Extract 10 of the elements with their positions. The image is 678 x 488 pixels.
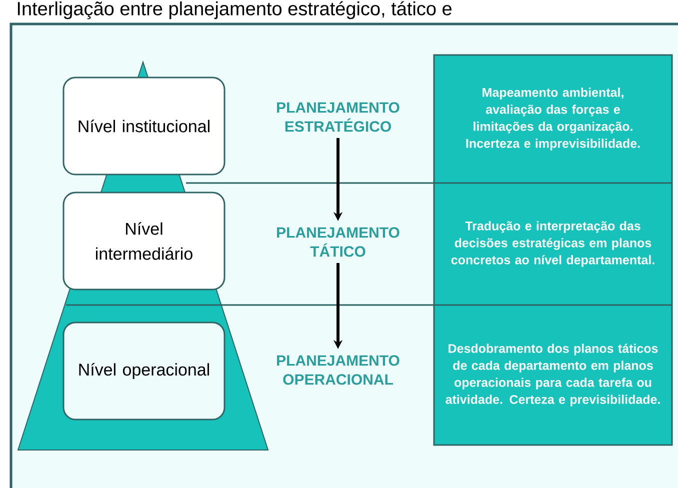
planning-label: PLANEJAMENTO ESTRATÉGICO [277, 102, 400, 132]
planning-label: PLANEJAMENTO TÁTICO [277, 227, 400, 257]
description-text: Tradução e interpretação das decisões estratégicas em planos concretos ao nível departamental. [451, 221, 654, 267]
level-box: Nível institucional [62, 76, 226, 176]
planning-label: PLANEJAMENTO OPERACIONAL [277, 355, 400, 385]
level-box: Nível intermediário [62, 192, 226, 290]
description-text: Mapeamento ambiental, avaliação das forças e limitações da organização. Incerteza e imprevisibilidade. [466, 88, 640, 150]
level-box: Nível operacional [62, 322, 226, 420]
title: Interligação entre planejamento estratégico, tático e [18, 1, 452, 20]
description-text: Desdobramento dos planos táticos de cada departamento em planos operacionais para cada tarefa ou atividade. Certeza e previsibilidade. [446, 344, 660, 406]
